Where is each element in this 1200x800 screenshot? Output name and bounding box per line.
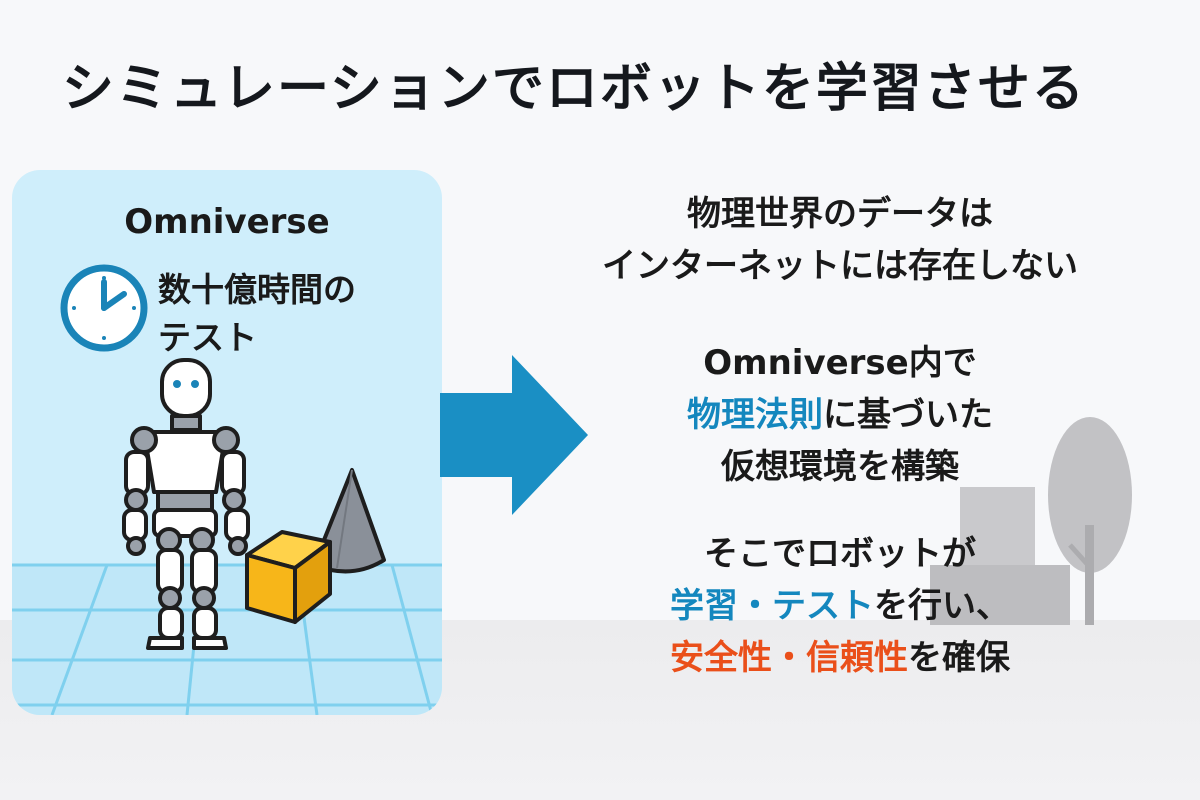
block3-line-2: 学習・テストを行い、 <box>560 580 1120 632</box>
block3-line-2-rest: を行い、 <box>874 586 1010 626</box>
block2-line-2: 物理法則に基づいた <box>560 389 1120 441</box>
robot-illustration <box>122 358 250 650</box>
block2-line-1: Omniverse内で <box>703 343 977 383</box>
block2-line-3: 仮想環境を構築 <box>721 447 959 487</box>
floor-grid <box>12 563 442 715</box>
block1-line-1: 物理世界のデータは <box>687 194 993 234</box>
omniverse-label: Omniverse <box>124 202 330 242</box>
tree-building-scenery <box>930 415 1150 629</box>
text-block-learning: そこでロボットが 学習・テストを行い、 安全性・信頼性を確保 <box>560 528 1120 684</box>
cube-object <box>245 530 332 624</box>
text-block-virtual-env: Omniverse内で 物理法則に基づいた 仮想環境を構築 <box>560 337 1120 493</box>
highlight-physics-laws: 物理法則 <box>687 395 823 435</box>
block1-line-2: インターネットには存在しない <box>602 246 1078 286</box>
omniverse-panel: Omniverse 数十億時間の テスト <box>12 170 442 715</box>
page-title: シミュレーションでロボットを学習させる <box>62 59 1086 119</box>
test-hours-line-2: テスト <box>158 318 257 357</box>
clock-icon <box>60 264 148 352</box>
block2-line-2-rest: に基づいた <box>823 395 993 435</box>
highlight-safety-reliability: 安全性・信頼性 <box>670 638 908 678</box>
block3-line-3-rest: を確保 <box>908 638 1010 678</box>
test-hours-line-1: 数十億時間の <box>158 270 356 309</box>
highlight-learning-test: 学習・テスト <box>670 586 874 626</box>
test-hours-text: 数十億時間の テスト <box>158 266 428 362</box>
block3-line-3: 安全性・信頼性を確保 <box>560 632 1120 684</box>
simulation-scene <box>12 264 442 715</box>
arrow-right-icon <box>440 355 590 519</box>
text-block-data-scarcity: 物理世界のデータは インターネットには存在しない <box>560 188 1120 292</box>
block3-line-1: そこでロボットが <box>704 534 976 574</box>
